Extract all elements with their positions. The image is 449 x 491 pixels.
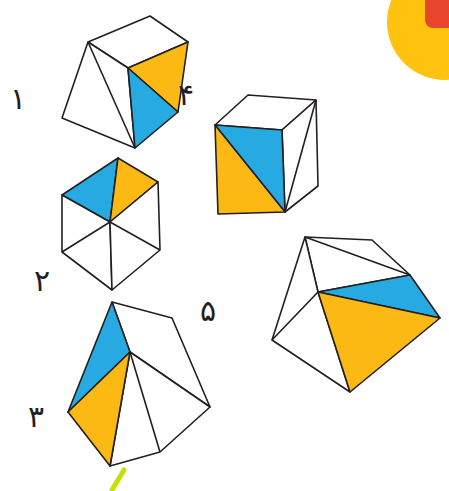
corner-badge [387, 0, 449, 80]
callout-number: ۱ [10, 84, 26, 114]
cube-three [68, 302, 210, 466]
cube-four [215, 95, 318, 214]
callout-number: ۵ [200, 296, 216, 326]
cube-five [272, 237, 440, 392]
callout-number: ۴ [178, 80, 194, 110]
callout-number: ۳ [28, 402, 44, 432]
accent-stroke [112, 470, 124, 490]
cube-two [62, 158, 160, 290]
cube-one [62, 16, 188, 148]
callout-number: ۲ [34, 266, 50, 296]
